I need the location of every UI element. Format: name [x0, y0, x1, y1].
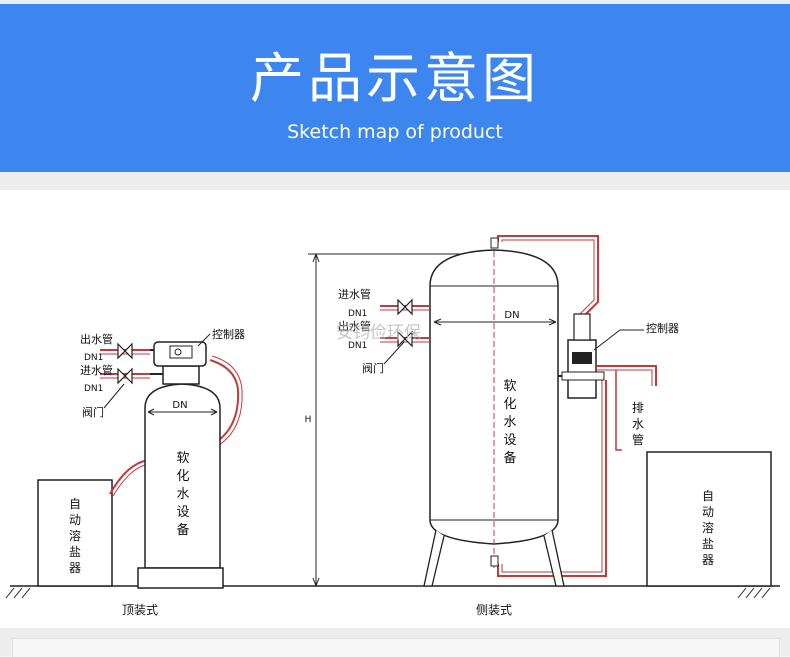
valve-left-leader [103, 383, 125, 409]
brine-tank-right-char-4: 器 [702, 553, 714, 567]
diagram-area: 自 动 溶 盐 器 DN 软 化 水 设 备 [0, 190, 790, 628]
separator-strip [0, 172, 790, 190]
controller-right-leader [593, 329, 644, 351]
dn1-right-bottom: DN1 [348, 341, 367, 351]
ground-right [300, 585, 780, 599]
dn1-right-top: DN1 [348, 309, 367, 319]
outlet-pipe-left-label: 出水管 [80, 332, 113, 346]
drain-pipe-char-1: 水 [632, 417, 644, 431]
controller-left-leader [197, 333, 211, 347]
inlet-pipe-left [100, 367, 150, 385]
brine-tank-left: 自 动 溶 盐 器 [37, 479, 113, 587]
tank-left-char-4: 备 [176, 522, 189, 538]
brine-tank-left-char-1: 动 [69, 513, 81, 527]
outlet-pipe-right [380, 330, 430, 348]
drain-pipe-char-0: 排 [632, 401, 644, 415]
dn-label-left: DN [172, 400, 187, 411]
tank-left-char-0: 软 [176, 451, 189, 466]
valve-right-leader [383, 341, 405, 365]
tank-right-char-1: 化 [503, 397, 516, 412]
inlet-pipe-right [380, 298, 430, 316]
drain-pipe [596, 365, 657, 451]
brine-tank-left-char-2: 溶 [69, 528, 81, 543]
header-banner: 产品示意图 Sketch map of product [0, 0, 790, 172]
tank-left-char-2: 水 [176, 487, 189, 502]
outlet-pipe-left [100, 342, 150, 360]
caption-right: 侧装式 [476, 603, 512, 617]
tank-right-char-4: 备 [503, 450, 516, 466]
tank-left-char-1: 化 [176, 469, 189, 484]
loop-pipe-right [497, 235, 607, 577]
valve-right-label: 阀门 [362, 361, 384, 375]
brine-tank-left-char-4: 器 [69, 561, 81, 575]
inlet-pipe-right-label: 进水管 [338, 287, 371, 301]
tank-right-char-3: 设 [503, 433, 516, 448]
inlet-pipe-left-label: 进水管 [80, 363, 113, 377]
page-title: 产品示意图 [250, 47, 540, 110]
controller-left-label: 控制器 [212, 327, 245, 341]
softener-tank-right: DN 软 化 水 设 备 [429, 237, 559, 568]
tank-left-char-3: 设 [176, 505, 189, 520]
control-valve-right [558, 313, 605, 399]
softener-tank-left: DN 软 化 水 设 备 [137, 383, 224, 589]
brine-tank-left-char-0: 自 [69, 497, 81, 511]
next-section-edge [12, 638, 780, 657]
brine-tank-right: 自 动 溶 盐 器 [646, 451, 772, 587]
tank-right-char-2: 水 [503, 415, 516, 430]
controller-right-label: 控制器 [646, 321, 679, 335]
caption-left: 顶装式 [122, 603, 158, 617]
dn-label-right: DN [504, 310, 519, 321]
watermark: 安钧俭环保 [336, 323, 421, 343]
footer-strip [0, 628, 790, 657]
height-label: H [305, 415, 312, 425]
dn1-left-bottom: DN1 [84, 384, 103, 394]
brine-tank-right-char-1: 动 [702, 505, 714, 519]
dn1-left-top: DN1 [84, 353, 103, 363]
brine-tank-left-char-3: 盐 [69, 545, 81, 559]
page-subtitle: Sketch map of product [287, 121, 503, 143]
brine-tank-right-char-3: 盐 [702, 537, 714, 551]
outlet-pipe-right-label: 出水管 [338, 319, 371, 333]
brine-tank-right-char-0: 自 [702, 489, 714, 503]
valve-left-label: 阀门 [82, 405, 104, 419]
drain-pipe-char-2: 管 [632, 432, 644, 447]
tank-right-char-0: 软 [503, 379, 516, 394]
brine-tank-right-char-2: 溶 [702, 520, 714, 535]
tank-legs-right [423, 529, 565, 587]
control-valve-left [150, 341, 207, 385]
product-sketch-diagram: 自 动 溶 盐 器 DN 软 化 水 设 备 [5, 235, 780, 617]
